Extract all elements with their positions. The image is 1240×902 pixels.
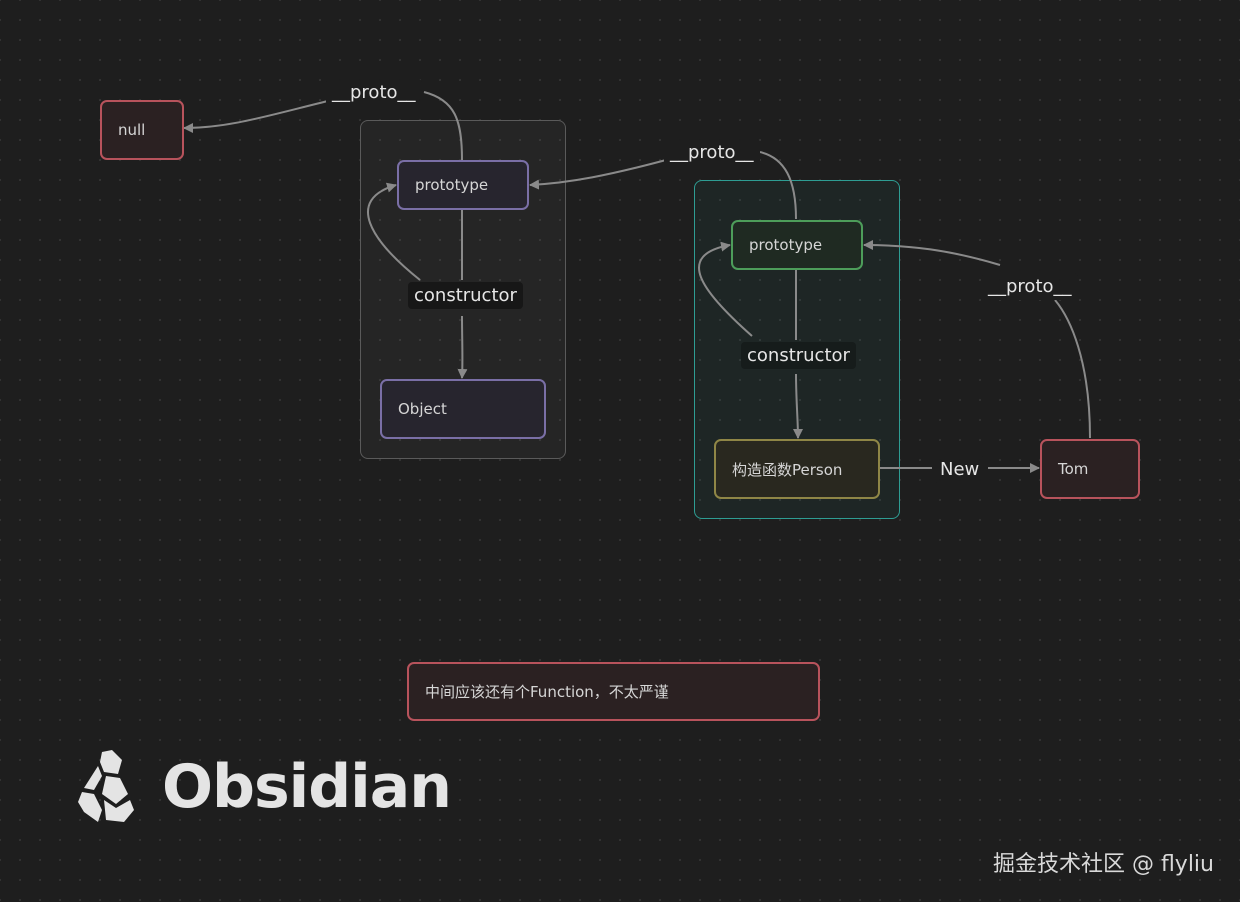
object-group[interactable] xyxy=(360,120,566,459)
null-node[interactable]: null xyxy=(100,100,184,160)
object-node[interactable]: Object xyxy=(380,379,546,439)
note-node[interactable]: 中间应该还有个Function，不太严谨 xyxy=(407,662,820,721)
object-prototype-node[interactable]: prototype xyxy=(397,160,529,210)
proto-label-3: __proto__ xyxy=(982,273,1078,300)
constructor-label-2: constructor xyxy=(741,342,856,369)
obsidian-logo-icon xyxy=(78,750,134,822)
new-label: New xyxy=(934,456,986,483)
note-node-label: 中间应该还有个Function，不太严谨 xyxy=(425,683,669,701)
person-constructor-label: 构造函数Person xyxy=(732,460,843,479)
proto-label-1: __proto__ xyxy=(326,79,422,106)
tom-node-label: Tom xyxy=(1058,460,1089,478)
edge-object-to-prototype xyxy=(366,182,421,281)
edge-proto-object-to-null xyxy=(184,91,463,161)
obsidian-logo-text: Obsidian xyxy=(162,752,452,822)
person-constructor-node[interactable]: 构造函数Person xyxy=(714,439,880,499)
edge-person-to-prototype xyxy=(698,241,753,337)
proto-label-2: __proto__ xyxy=(664,139,760,166)
object-node-label: Object xyxy=(398,400,447,418)
object-prototype-label: prototype xyxy=(415,176,489,194)
tom-node[interactable]: Tom xyxy=(1040,439,1140,499)
edge-tom-to-prototype xyxy=(864,245,1091,439)
edge-proto-person-to-object xyxy=(530,151,797,220)
watermark: 掘金技术社区 @ flyliu xyxy=(992,852,1214,877)
null-node-label: null xyxy=(118,121,146,139)
person-prototype-label: prototype xyxy=(749,236,823,254)
person-prototype-node[interactable]: prototype xyxy=(731,220,863,270)
constructor-label-1: constructor xyxy=(408,282,523,309)
edge-constructor-person xyxy=(796,270,798,438)
